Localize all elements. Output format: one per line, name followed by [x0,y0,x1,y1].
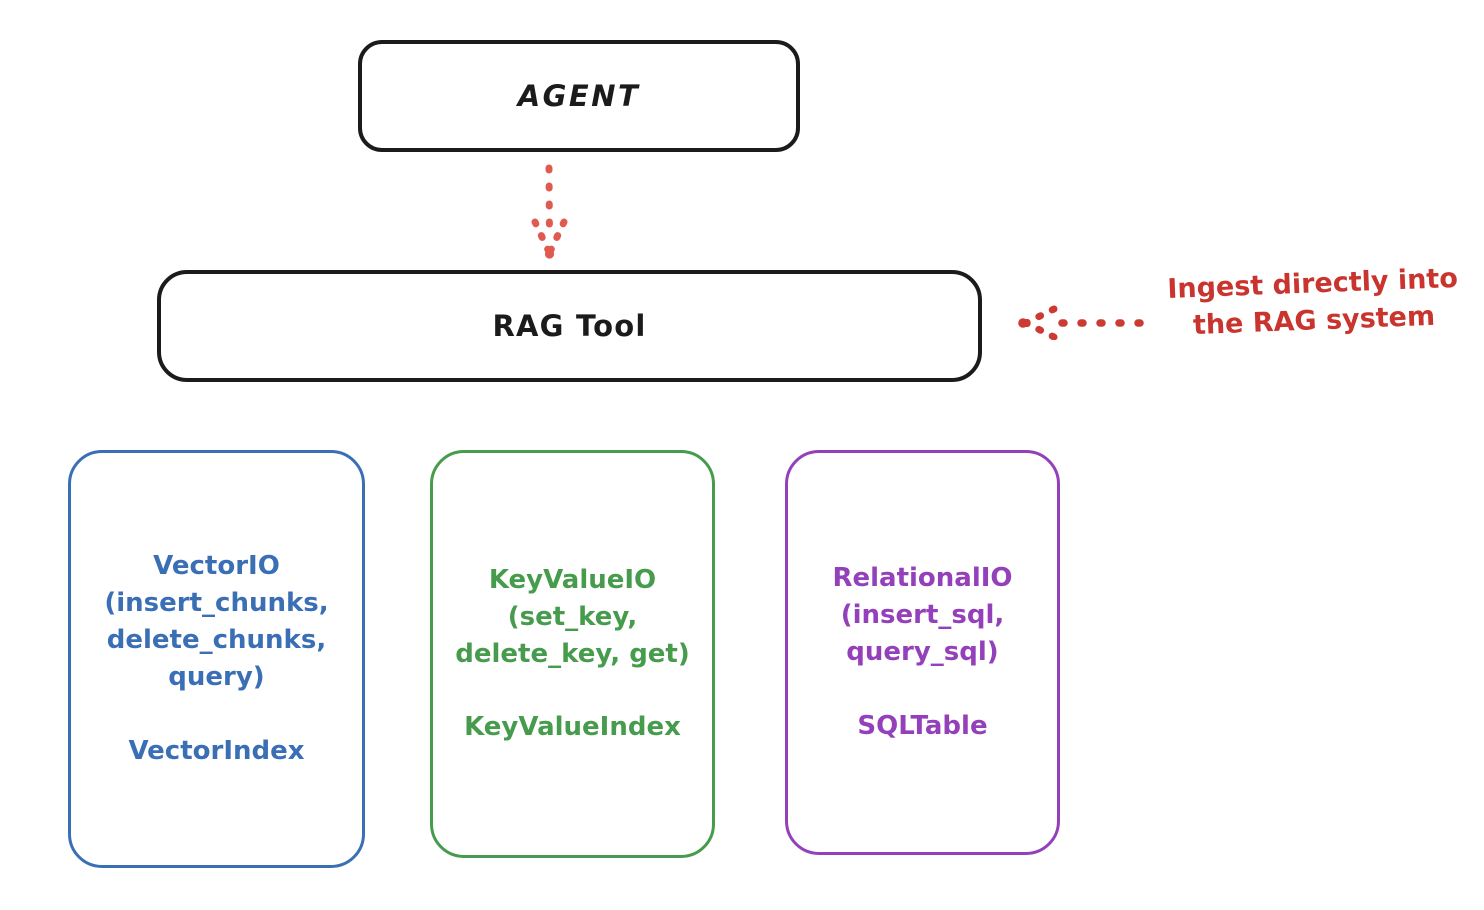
node-vector-io[interactable]: VectorIO (insert_chunks, delete_chunks, … [68,450,365,868]
node-vector-io-label: VectorIO (insert_chunks, delete_chunks, … [104,551,329,766]
connector-ingest-arrow-icon [1018,305,1144,341]
node-agent-label: AGENT [517,78,641,113]
annotation-ingest: Ingest directly into the RAG system [1018,263,1484,372]
connector-agent-to-rag-tool-icon [531,164,568,259]
node-keyvalue-io[interactable]: KeyValueIO (set_key, delete_key, get) Ke… [430,450,715,858]
node-agent[interactable]: AGENT [358,40,800,152]
node-rag-tool-label: RAG Tool [492,308,647,343]
annotation-ingest-label: Ingest directly into the RAG system [1166,262,1459,342]
node-rag-tool[interactable]: RAG Tool [157,270,982,382]
node-relational-io[interactable]: RelationalIO (insert_sql, query_sql) SQL… [785,450,1060,855]
node-keyvalue-io-label: KeyValueIO (set_key, delete_key, get) Ke… [455,564,690,743]
connector-agent-to-rag-tool [508,160,598,265]
connector-ingest-arrow [1018,304,1144,341]
node-relational-io-label: RelationalIO (insert_sql, query_sql) SQL… [832,563,1013,741]
